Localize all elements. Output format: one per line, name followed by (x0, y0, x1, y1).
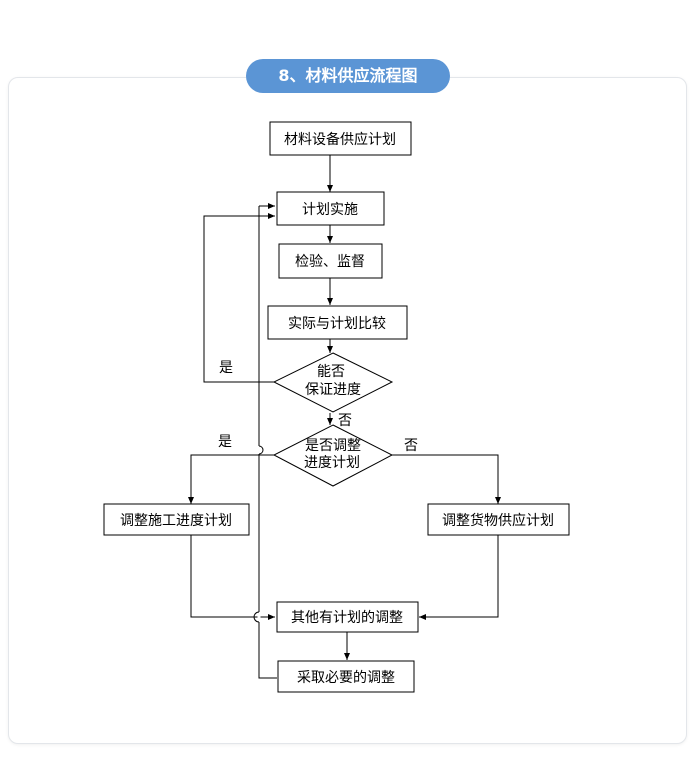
node-compare-label: 实际与计划比较 (288, 316, 386, 332)
node-other-adjust (276, 601, 419, 633)
node-adjust-supply-label: 调整货物供应计划 (442, 512, 554, 529)
node-plan (269, 121, 412, 156)
node-adjust-supply (427, 503, 570, 536)
loop-yes-to-implement (203, 213, 275, 383)
decision-2-line-1: 是否调整 (305, 438, 361, 454)
label-no-1: 否 (338, 413, 352, 429)
node-inspect (278, 243, 383, 279)
node-implement (276, 191, 385, 226)
node-compare (267, 305, 408, 340)
feedback-line-lower (258, 454, 277, 679)
line-hop-lower (253, 611, 260, 623)
node-inspect-label: 检验、监督 (295, 254, 365, 270)
node-decision-1 (272, 352, 394, 413)
label-yes-2: 是 (218, 434, 232, 450)
arrow-d2-no (392, 454, 501, 504)
line-hop-upper (258, 445, 264, 455)
arrow-supply-other (419, 535, 499, 620)
node-plan-label: 材料设备供应计划 (284, 131, 396, 148)
label-yes-1: 是 (219, 360, 233, 376)
section-title: 8、材料供应流程图 (246, 59, 450, 93)
node-necessary-adjust-label: 采取必要的调整 (297, 670, 395, 686)
decision-2-line-2: 进度计划 (304, 455, 360, 471)
arrow-schedule-other (190, 535, 275, 620)
decision-1-line-1: 能否 (317, 364, 345, 380)
label-no-2: 否 (404, 438, 418, 454)
arrow-d2-yes (188, 454, 275, 504)
node-adjust-schedule (103, 503, 250, 536)
node-adjust-schedule-label: 调整施工进度计划 (120, 513, 232, 529)
node-implement-label: 计划实施 (302, 202, 358, 218)
node-necessary-adjust (277, 660, 415, 693)
decision-1-line-2: 保证进度 (305, 382, 361, 398)
node-decision-2 (272, 424, 394, 487)
node-other-adjust-label: 其他有计划的调整 (291, 610, 403, 626)
